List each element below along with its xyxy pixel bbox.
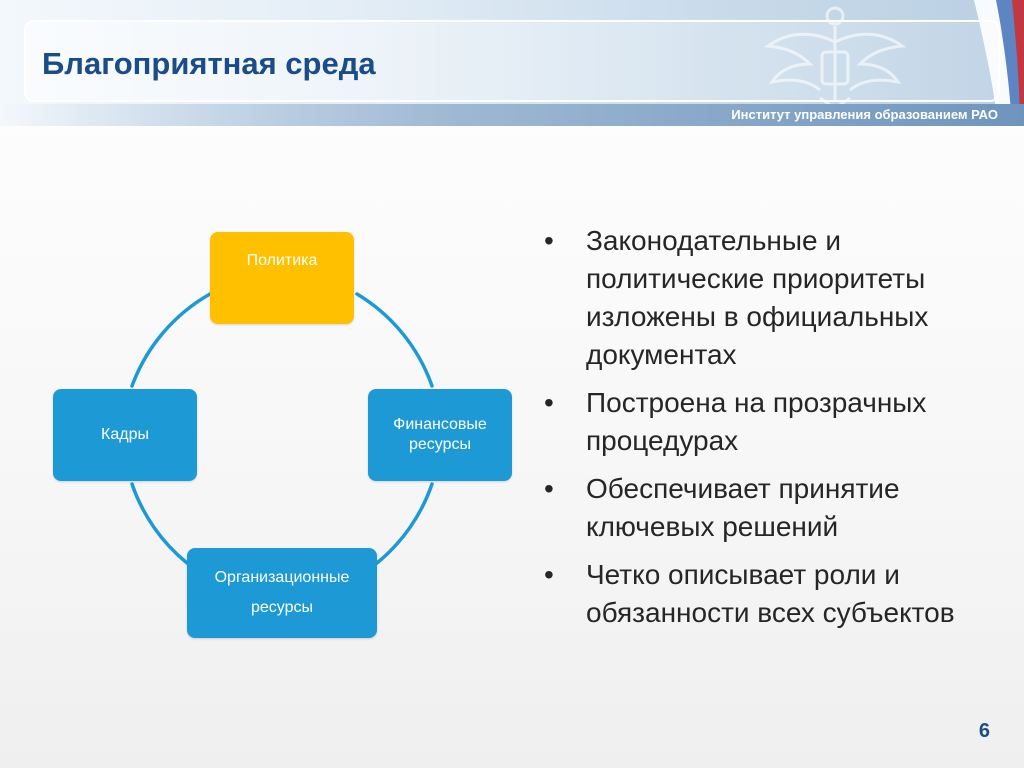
organization-name: Институт управления образованием РАО <box>731 107 998 122</box>
bullet-icon: • <box>544 559 554 590</box>
slide-header: Благоприятная среда Институт управления … <box>0 0 1024 126</box>
bullet-list: • Законодательные и политические приорит… <box>540 222 1010 642</box>
title-frame <box>24 20 1000 102</box>
bullet-text: Построена на прозрачных процедурах <box>586 387 927 456</box>
bullet-item: • Обеспечивает принятие ключевых решений <box>540 470 1010 546</box>
node-finance-label: Финансовые ресурсы <box>393 416 487 453</box>
node-staff-label: Кадры <box>101 426 149 443</box>
node-organization-label: Организационные ресурсы <box>214 569 350 616</box>
node-politics-label: Политика <box>246 252 318 269</box>
node-staff: Кадры <box>53 389 197 481</box>
bullet-item: • Построена на прозрачных процедурах <box>540 384 1010 460</box>
node-finance: Финансовые ресурсы <box>368 389 512 481</box>
cycle-arc-staff-politics <box>130 292 212 388</box>
bullet-text: Обеспечивает принятие ключевых решений <box>586 473 900 542</box>
cycle-arc-organization-staff <box>130 482 189 565</box>
bullet-text: Законодательные и политические приоритет… <box>586 225 929 370</box>
bullet-icon: • <box>544 387 554 418</box>
bullet-icon: • <box>544 225 554 256</box>
slide-title: Благоприятная среда <box>42 46 376 81</box>
page-number: 6 <box>978 720 990 742</box>
cycle-arc-finance-organization <box>375 482 434 565</box>
node-organization: Организационные ресурсы <box>187 548 377 638</box>
bullet-icon: • <box>544 473 554 504</box>
cycle-arc-politics-finance <box>355 292 434 388</box>
bullet-item: • Четко описывает роли и обязанности все… <box>540 556 1010 632</box>
bullet-text: Четко описывает роли и обязанности всех … <box>586 559 955 628</box>
node-politics: Политика <box>210 232 354 324</box>
organization-strip <box>0 104 1024 126</box>
bullet-item: • Законодательные и политические приорит… <box>540 222 1010 374</box>
